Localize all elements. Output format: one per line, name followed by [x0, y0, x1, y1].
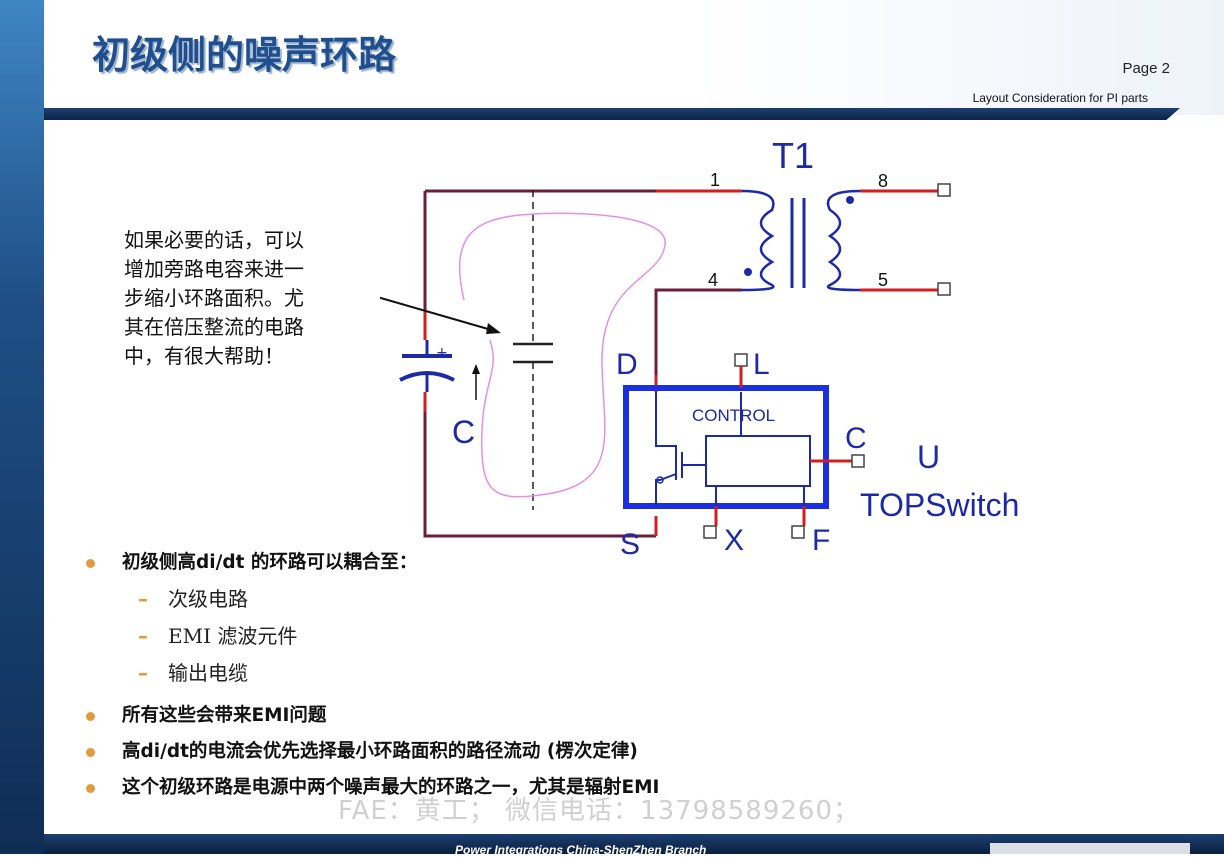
annotation-line: 步缩小环路面积。尤 — [124, 286, 304, 310]
primary-wire-left-bottom — [423, 392, 656, 538]
pin-c-label: C — [845, 422, 867, 455]
pin-1-label: 1 — [710, 170, 720, 190]
bullet-text: 所有这些会带来EMI问题 — [122, 705, 327, 726]
pin-l-label: L — [753, 348, 770, 381]
secondary-terminal-bottom — [937, 282, 951, 296]
annotation-line: 中，有很大帮助！ — [124, 344, 284, 368]
c-label-arrowhead — [472, 364, 480, 374]
bullet-item: 高di/dt的电流会优先选择最小环路面积的路径流动 (楞次定律) — [84, 734, 1164, 770]
bullet-dot — [86, 748, 95, 757]
sub-item-text: EMI 滤波元件 — [168, 624, 298, 648]
sub-item-text: 次级电路 — [168, 587, 248, 611]
sub-item: –EMI 滤波元件 — [84, 618, 1164, 655]
annotation-line: 增加旁路电容来进一 — [124, 257, 304, 281]
drain-wire — [654, 288, 742, 375]
annotation-arrow — [380, 296, 496, 332]
pin-4-label: 4 — [708, 270, 718, 290]
control-block — [705, 435, 811, 487]
contact-watermark: FAE：黄工； 微信电话：13798589260； — [338, 796, 861, 826]
bullet-item: 这个初级环路是电源中两个噪声最大的环路之一，尤其是辐射EMI — [84, 770, 1164, 806]
secondary-terminal-top — [937, 183, 951, 197]
dash-marker: – — [138, 624, 148, 648]
source-node — [656, 476, 664, 484]
secondary-dot — [846, 196, 854, 204]
sub-item: –次级电路 — [84, 581, 1164, 618]
pin-8-label: 8 — [878, 171, 888, 191]
loop-cap-label: C — [452, 414, 475, 450]
primary-dot — [744, 268, 752, 276]
mosfet-drain-path — [655, 392, 677, 456]
pin-x-terminal — [703, 525, 717, 539]
chip-name: TOPSwitch — [860, 487, 1019, 523]
annotation-arrowhead — [486, 323, 501, 334]
pin-c-terminal — [851, 454, 865, 468]
bullet-text: 高di/dt的电流会优先选择最小环路面积的路径流动 (楞次定律) — [122, 741, 638, 762]
pin-f-terminal — [791, 525, 805, 539]
company-logo — [990, 843, 1190, 854]
header-subtitle: Layout Consideration for PI parts — [972, 91, 1148, 105]
page-title: 初级侧的噪声环路 — [92, 33, 397, 77]
chip-designator: U — [917, 439, 940, 475]
control-label: CONTROL — [692, 406, 775, 425]
pin-l-terminal — [734, 353, 748, 367]
pin-d-label: D — [616, 348, 638, 381]
secondary-winding — [826, 189, 861, 292]
transformer-label: T1 — [772, 135, 814, 176]
bullet-item: 所有这些会带来EMI问题 — [84, 698, 1164, 734]
header-divider — [44, 108, 1180, 120]
primary-noise-loop-schematic: + C T1 1 4 8 5 D L CONTROL C X — [380, 135, 1019, 560]
pin-5-label: 5 — [878, 270, 888, 290]
bullet-item: 初级侧高di/dt 的环路可以耦合至： — [84, 545, 1164, 581]
bullet-dot — [86, 559, 95, 568]
cap-polarity-plus: + — [436, 345, 448, 361]
annotation-line: 其在倍压整流的电路 — [124, 315, 304, 339]
annotation-line: 如果必要的话，可以 — [124, 228, 304, 252]
bullet-text: 这个初级环路是电源中两个噪声最大的环路之一，尤其是辐射EMI — [122, 777, 660, 798]
bullet-list: 初级侧高di/dt 的环路可以耦合至： –次级电路 –EMI 滤波元件 –输出电… — [84, 545, 1164, 806]
dash-marker: – — [138, 587, 148, 611]
footer-text: Power Integrations China-ShenZhen Branch — [455, 843, 707, 857]
primary-winding — [741, 189, 775, 292]
mosfet-source-path — [655, 473, 677, 506]
bullet-text: 初级侧高di/dt 的环路可以耦合至： — [122, 552, 418, 573]
sub-list: –次级电路 –EMI 滤波元件 –输出电缆 — [84, 581, 1164, 692]
topswitch-chip-outline — [623, 385, 829, 509]
pin-s-label: S — [620, 528, 640, 560]
dash-marker: – — [138, 661, 148, 685]
sub-item: –输出电缆 — [84, 655, 1164, 692]
pin-x-label: X — [724, 524, 744, 557]
bullet-dot — [86, 784, 95, 793]
footer-band — [44, 834, 1224, 854]
left-accent-band — [0, 0, 44, 854]
bullet-dot — [86, 712, 95, 721]
bypass-cap-annotation: 如果必要的话，可以 增加旁路电容来进一 步缩小环路面积。尤 其在倍压整流的电路 … — [124, 226, 354, 371]
sub-item-text: 输出电缆 — [168, 661, 248, 685]
page-number: Page 2 — [1122, 60, 1170, 77]
header-background — [44, 0, 1224, 115]
pin-f-label: F — [812, 524, 830, 557]
current-loop-trace — [459, 212, 666, 498]
